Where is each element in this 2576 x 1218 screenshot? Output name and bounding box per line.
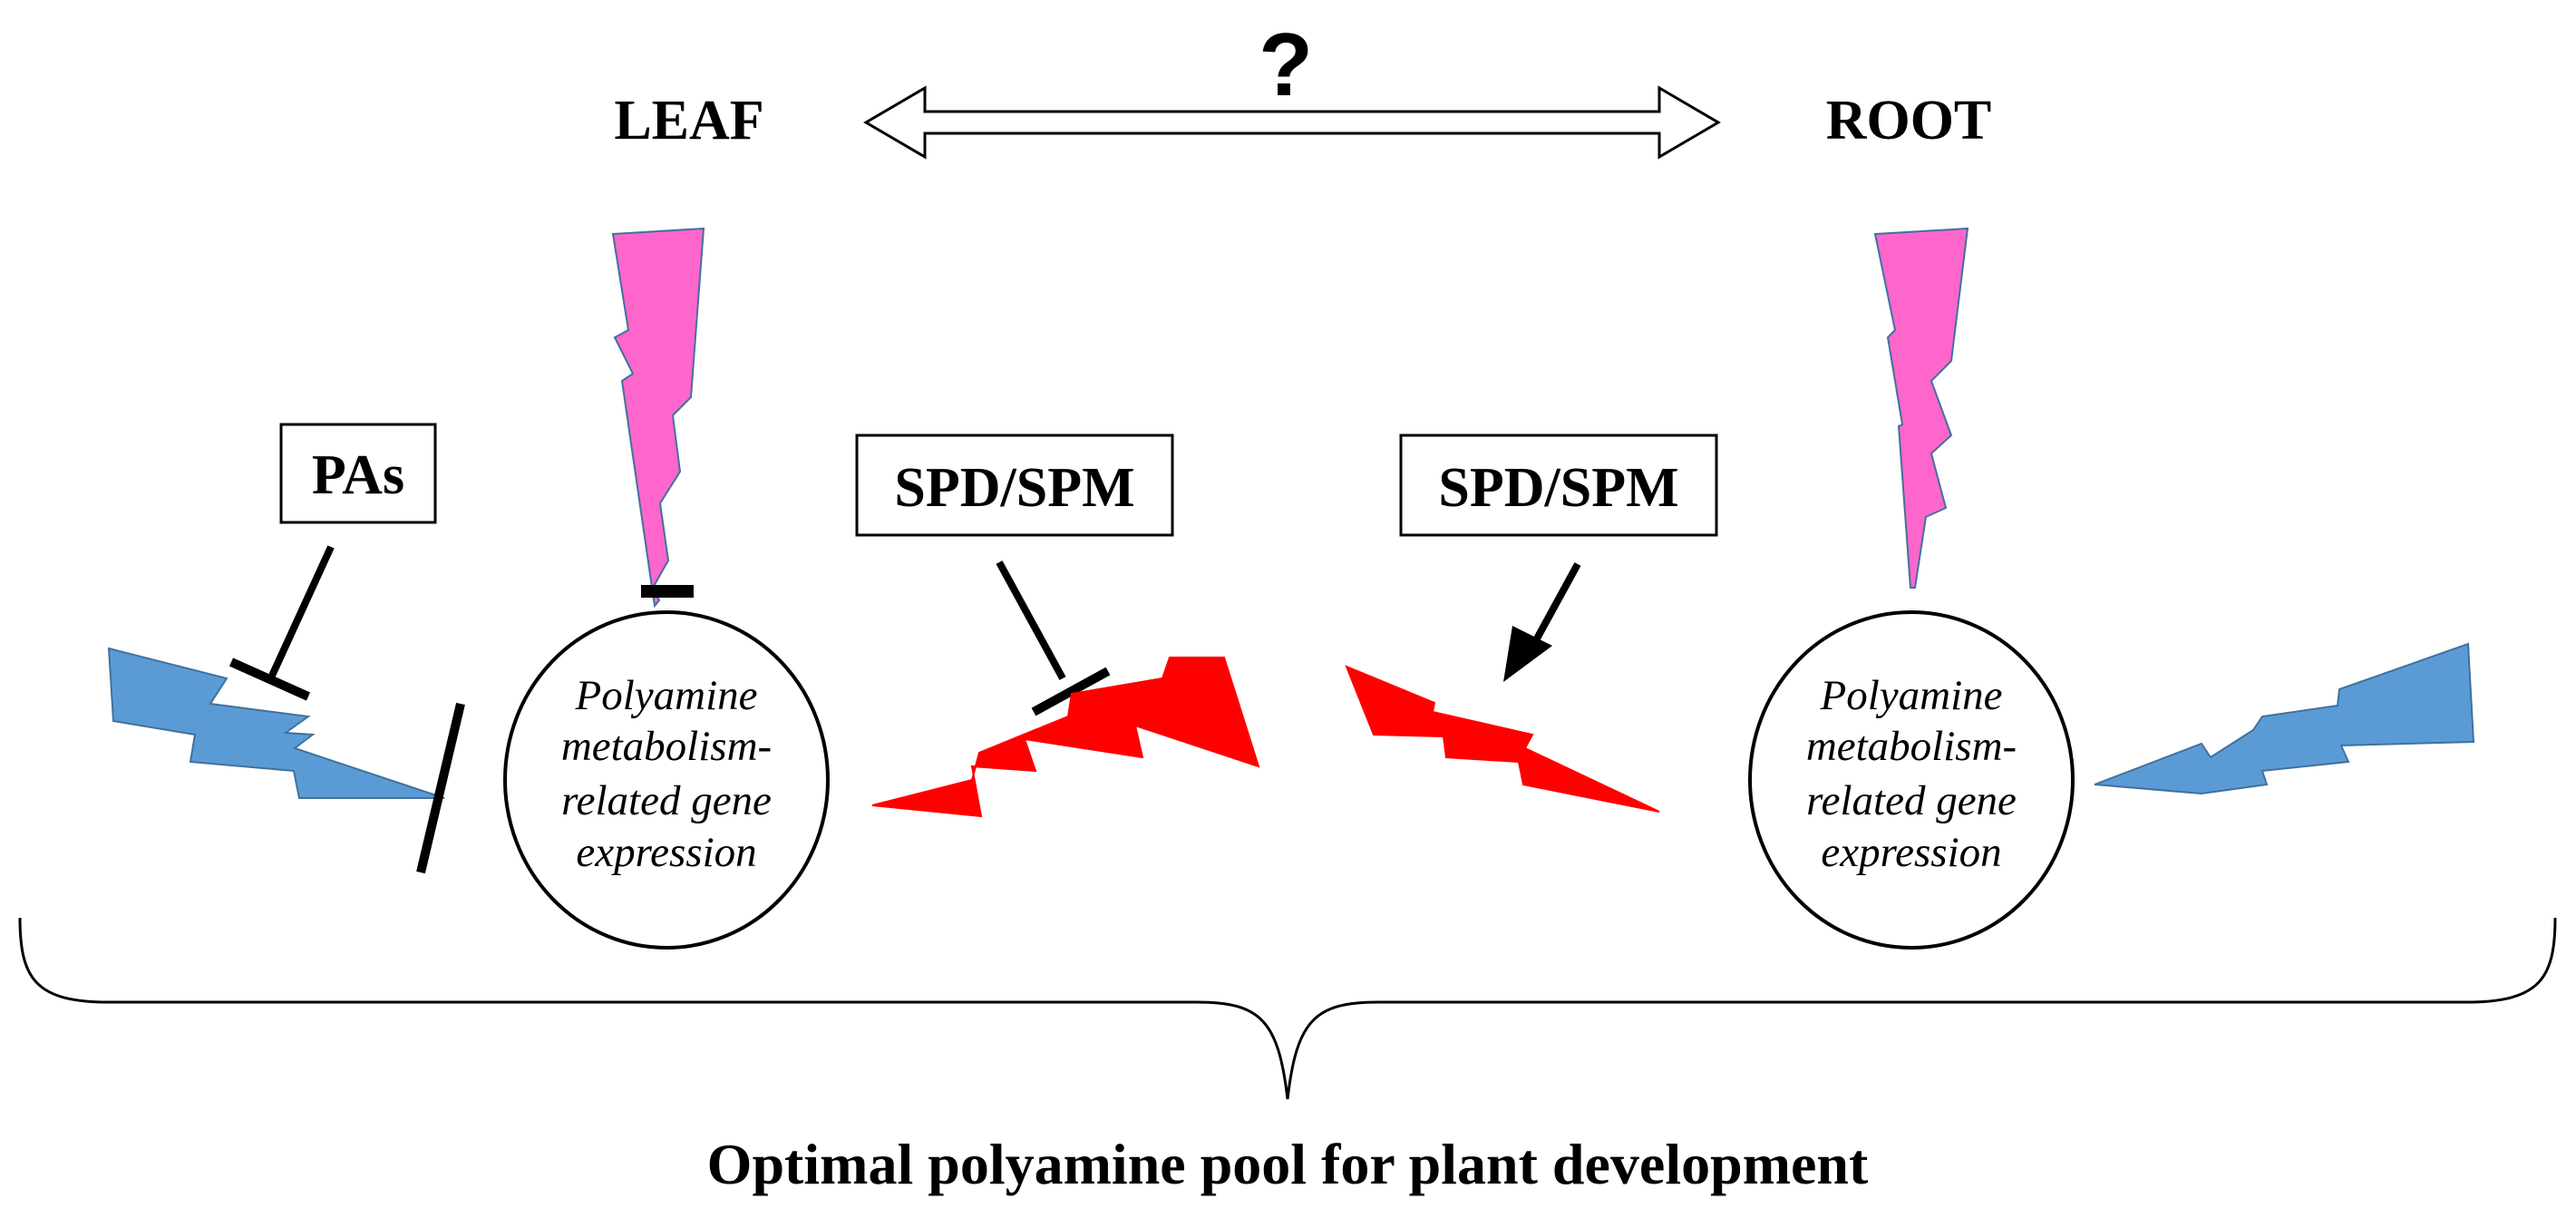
blue-inhibition-bar <box>416 702 465 874</box>
right-circle-line-3: related gene <box>1806 777 2017 824</box>
right-circle-line-1: Polyamine <box>1820 672 2003 719</box>
pink-lightning-right <box>1873 227 1969 589</box>
left-circle-line-1: Polyamine <box>575 672 758 719</box>
pas-box <box>279 423 437 524</box>
blue-lightning-left <box>107 647 445 799</box>
right-circle-line-4: expression <box>1821 829 2001 876</box>
left-gene-expression-circle <box>503 610 830 950</box>
curly-brace <box>18 917 2557 1100</box>
pas-inhibition-line <box>268 545 335 677</box>
leaf-root-double-arrow <box>863 85 1721 160</box>
root-label: ROOT <box>1826 90 1992 151</box>
left-circle-line-2: metabolism- <box>561 723 772 770</box>
pink-lightning-left <box>611 227 705 609</box>
spd-spm-left-inhibition-bar <box>1031 667 1111 716</box>
footer-label: Optimal polyamine pool for plant develop… <box>707 1132 1869 1196</box>
pas-inhibition-bar <box>228 658 311 701</box>
spd-spm-left-label: SPD/SPM <box>894 457 1134 519</box>
leaf-label: LEAF <box>614 90 763 151</box>
spd-spm-left-box <box>855 434 1174 537</box>
spd-spm-right-label: SPD/SPM <box>1438 457 1678 519</box>
question-mark: ? <box>1259 15 1313 114</box>
red-lightning-right <box>1345 665 1660 813</box>
spd-spm-right-arrowhead <box>1503 626 1552 682</box>
left-circle-line-4: expression <box>576 829 756 876</box>
pas-label: PAs <box>312 444 404 506</box>
right-gene-expression-circle <box>1748 610 2075 950</box>
left-circle-line-3: related gene <box>561 777 772 824</box>
spd-spm-left-inhibition-line <box>996 560 1066 680</box>
red-lightning-left <box>871 657 1260 818</box>
blue-lightning-right <box>2094 642 2475 795</box>
spd-spm-right-box <box>1399 434 1718 537</box>
spd-spm-right-activation-line <box>1532 562 1581 642</box>
right-circle-line-2: metabolism- <box>1806 723 2017 770</box>
